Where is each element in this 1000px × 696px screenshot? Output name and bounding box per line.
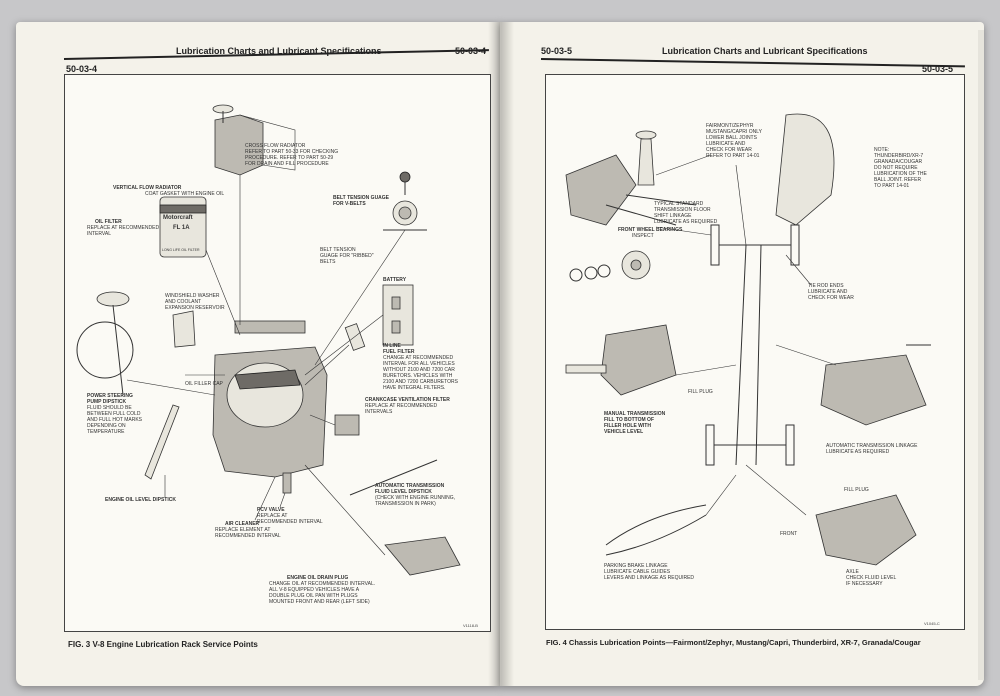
label-front-wheel-bearings: FRONT WHEEL BEARINGS xyxy=(618,227,683,233)
label-ball-joint-note: NOTE: THUNDERBIRD/XR-7 GRANADA/COUGAR DO… xyxy=(874,147,927,189)
right-header-title: Lubrication Charts and Lubricant Specifi… xyxy=(662,46,868,56)
right-diagram-frame: FAIRMONT/ZEPHYR MUSTANG/CAPRI ONLY LOWER… xyxy=(545,74,965,630)
label-auto-trans-dipstick: AUTOMATIC TRANSMISSION FLUID LEVEL DIPST… xyxy=(375,483,445,495)
chassis-illustration xyxy=(565,113,931,566)
right-figure-code: V1045-C xyxy=(924,621,940,626)
engine-illustration xyxy=(76,104,461,576)
left-header-title: Lubrication Charts and Lubricant Specifi… xyxy=(176,46,382,56)
right-page-number-right: 50-03-5 xyxy=(922,64,954,74)
label-vertical-flow-radiator: VERTICAL FLOW RADIATOR xyxy=(113,185,182,191)
label-parking-brake-linkage: PARKING BRAKE LINKAGE LUBRICATE CABLE GU… xyxy=(604,563,695,581)
page-edges xyxy=(978,30,984,680)
label-drain-plug-desc: CHANGE OIL AT RECOMMENDED INTERVAL. ALL … xyxy=(269,581,376,605)
label-oil-filler-cap: OIL FILLER CAP xyxy=(185,381,223,387)
label-washer-reservoir: WINDSHIELD WASHER AND COOLANT EXPANSION … xyxy=(165,293,225,311)
label-auto-trans-dipstick-desc: (CHECK WITH ENGINE RUNNING, TRANSMISSION… xyxy=(375,495,455,507)
label-axle: AXLE CHECK FLUID LEVEL IF NECESSARY xyxy=(846,569,897,587)
label-engine-oil-dipstick: ENGINE OIL LEVEL DIPSTICK xyxy=(105,497,176,503)
label-lower-ball-joints: FAIRMONT/ZEPHYR MUSTANG/CAPRI ONLY LOWER… xyxy=(706,123,762,159)
left-page-number-left: 50-03-4 xyxy=(66,64,98,74)
label-power-steering: POWER STEERING PUMP DIPSTICK xyxy=(87,393,133,405)
label-fill-plug: FILL PLUG xyxy=(688,389,713,395)
label-fill-plug-axle: FILL PLUG xyxy=(844,487,869,493)
label-crankcase-filter-desc: REPLACE AT RECOMMENDED INTERVALS xyxy=(365,403,438,415)
label-floor-shift-linkage: TYPICAL STANDARD TRANSMISSION FLOOR SHIF… xyxy=(654,201,718,225)
label-power-steering-desc: FLUID SHOULD BE BETWEEN FULL COLD AND FU… xyxy=(87,405,143,435)
label-oil-filter-desc: REPLACE AT RECOMMENDED INTERVAL xyxy=(87,225,160,237)
filter-tag: LONG LIFE OIL FILTER xyxy=(162,248,200,252)
label-manual-transmission: MANUAL TRANSMISSION FILL TO BOTTOM OF FI… xyxy=(604,411,666,435)
label-auto-trans-linkage: AUTOMATIC TRANSMISSION LINKAGE LUBRICATE… xyxy=(826,443,918,455)
right-figure-caption: FIG. 4 Chassis Lubrication Points—Fairmo… xyxy=(546,638,921,647)
label-battery: BATTERY xyxy=(383,277,407,283)
left-figure-code: V1118-B xyxy=(463,623,478,628)
book-gutter xyxy=(488,22,514,686)
right-page-number-left: 50-03-5 xyxy=(541,46,573,56)
label-coat-gasket: COAT GASKET WITH ENGINE OIL xyxy=(145,191,225,197)
label-air-cleaner-desc: REPLACE ELEMENT AT RECOMMENDED INTERVAL xyxy=(215,527,281,539)
filter-brand: Motorcraft xyxy=(163,215,193,221)
label-cross-flow-radiator: CROSS FLOW RADIATOR REFER TO PART 50-33 … xyxy=(245,143,339,167)
filter-model: FL 1A xyxy=(173,225,190,231)
label-crankcase-filter: CRANKCASE VENTILATION FILTER xyxy=(365,397,450,403)
label-belt-tension-ribbed: BELT TENSION GUAGE FOR "RIBBED" BELTS xyxy=(320,247,374,265)
left-diagram-frame: CROSS FLOW RADIATOR REFER TO PART 50-33 … xyxy=(64,74,491,632)
label-pcv-valve-desc: REPLACE AT RECOMMENDED INTERVAL xyxy=(257,513,323,525)
left-figure-caption: FIG. 3 V-8 Engine Lubrication Rack Servi… xyxy=(68,640,258,649)
label-tie-rod-ends: TIE ROD ENDS LUBRICATE AND CHECK FOR WEA… xyxy=(808,283,854,301)
label-front-wheel-bearings-desc: INSPECT xyxy=(632,233,654,239)
label-belt-tension-vbelts: BELT TENSION GUAGE FOR V-BELTS xyxy=(333,195,390,207)
label-pcv-valve: PCV VALVE xyxy=(257,507,285,513)
label-air-cleaner: AIR CLEANER xyxy=(225,521,260,527)
label-front-direction: FRONT xyxy=(780,531,798,537)
label-oil-filter: OIL FILTER xyxy=(95,219,122,225)
label-drain-plug: ENGINE OIL DRAIN PLUG xyxy=(287,575,349,581)
label-inline-fuel-filter: IN LINE FUEL FILTER xyxy=(383,343,415,355)
label-inline-fuel-filter-desc: CHANGE AT RECOMMENDED INTERVAL FOR ALL V… xyxy=(383,355,458,391)
